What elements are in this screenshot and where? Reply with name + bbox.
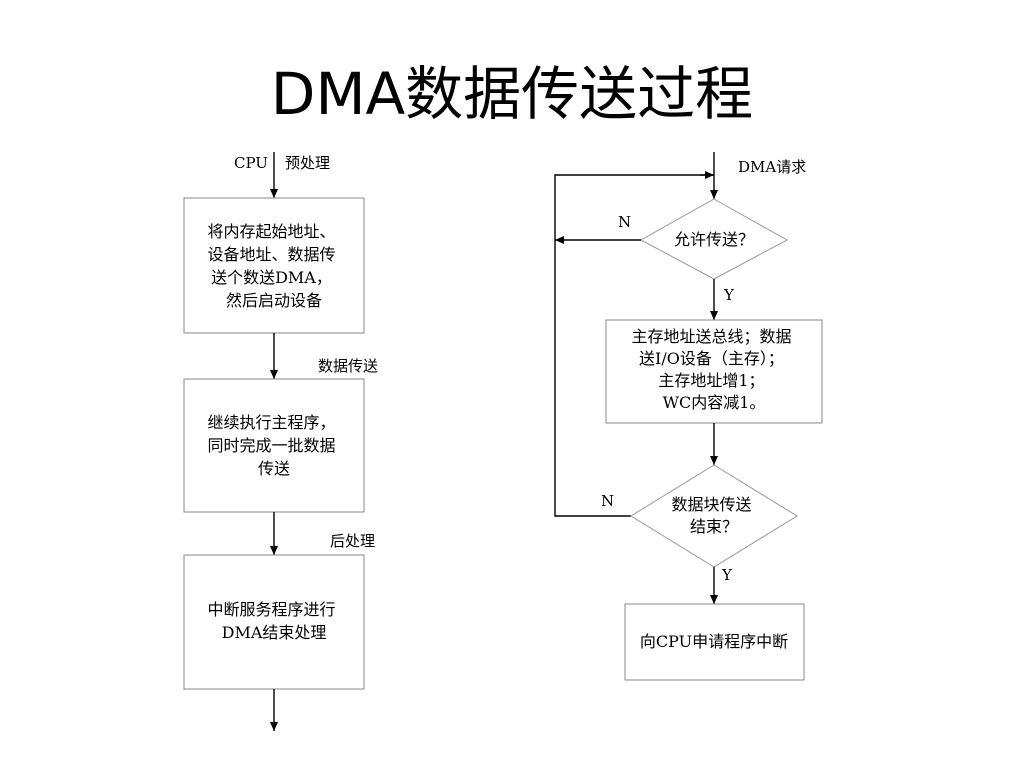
box-continue-main	[183, 378, 365, 513]
page-title: DMA数据传送过程	[270, 60, 754, 128]
right-flow: DMA请求 允许传送？ N Y 主存地址送总线；数据 送I/O设备（主存）； 主…	[554, 152, 823, 681]
label-y2: Y	[721, 566, 733, 584]
label-dma-request: DMA请求	[738, 158, 806, 176]
diamond-block-done	[630, 464, 798, 568]
box-setup-text: 将内存起始地址、 设备地址、数据传 送个数送DMA， 然后启动设备	[207, 222, 340, 310]
left-flow: CPU 预处理 将内存起始地址、 设备地址、数据传 送个数送DMA， 然后启动设…	[183, 152, 378, 731]
box-interrupt-service	[183, 554, 365, 690]
box-request-interrupt	[624, 603, 805, 681]
box-setup	[183, 197, 365, 334]
label-data-transfer: 数据传送	[318, 357, 378, 375]
label-y1: Y	[723, 286, 735, 304]
label-n2: N	[601, 492, 614, 510]
label-postprocess: 后处理	[330, 532, 375, 550]
box-interrupt-service-text: 中断服务程序进行 DMA结束处理	[207, 600, 340, 642]
label-preprocess: 预处理	[285, 154, 330, 172]
box-continue-main-text: 继续执行主程序， 同时完成一批数据 传送	[207, 413, 340, 478]
diamond-block-done-text: 数据块传送 结束？	[671, 495, 756, 536]
diamond-allow-transfer-text: 允许传送？	[674, 230, 754, 249]
box-request-interrupt-text: 向CPU申请程序中断	[640, 632, 788, 651]
label-cpu: CPU	[234, 154, 268, 172]
box-bus-transfer	[605, 319, 823, 424]
box-bus-transfer-text: 主存地址送总线；数据 送I/O设备（主存）； 主存地址增1； WC内容减1。	[631, 327, 796, 412]
label-n1: N	[618, 213, 631, 231]
loop-back-line	[554, 174, 714, 517]
